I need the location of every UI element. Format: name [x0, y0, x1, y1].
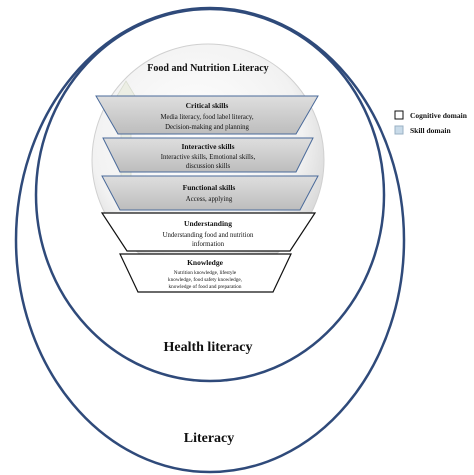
layer-title: Critical skills: [186, 101, 229, 110]
layer-title: Understanding: [184, 219, 232, 228]
legend: Cognitive domain Skill domain: [394, 110, 468, 135]
legend-label-cognitive: Cognitive domain: [410, 111, 468, 120]
layer-title: Knowledge: [187, 258, 224, 267]
layer-line: Access, applying: [186, 196, 233, 203]
layer-interactive-skills: Interactive skills Interactive skills, E…: [102, 137, 314, 173]
layer-line: Nutrition knowledge, lifestyle: [174, 269, 237, 276]
layer-understanding: Understanding Understanding food and nut…: [100, 212, 317, 252]
layer-critical-skills: Critical skills Media literacy, food lab…: [95, 95, 319, 135]
health-literacy-ellipse: [34, 7, 386, 383]
layer-line: information: [192, 241, 225, 248]
layer-functional-skills: Functional skills Access, applying: [101, 175, 319, 211]
layer-line: Decision-making and planning: [165, 124, 249, 131]
layer-line: discussion skills: [186, 163, 231, 170]
layer-line: Media literacy, food label literacy,: [160, 114, 253, 121]
layer-title: Functional skills: [183, 183, 236, 192]
inner-title: Food and Nutrition Literacy: [147, 63, 268, 74]
health-literacy-label: Health literacy: [163, 340, 252, 355]
layer-line: Understanding food and nutrition: [163, 232, 254, 239]
layer-title: Interactive skills: [181, 142, 234, 151]
legend-swatch-cognitive: [394, 110, 404, 120]
layer-line: knowledge of food and preparation: [169, 283, 242, 290]
layer-line: Interactive skills, Emotional skills,: [161, 154, 256, 161]
legend-swatch-skill: [394, 125, 404, 135]
layer-knowledge: Knowledge Nutrition knowledge, lifestyle…: [119, 253, 292, 293]
layer-line: knowledge, food safety knowledge,: [168, 276, 242, 283]
legend-label-skill: Skill domain: [410, 126, 451, 135]
literacy-label: Literacy: [184, 431, 235, 446]
